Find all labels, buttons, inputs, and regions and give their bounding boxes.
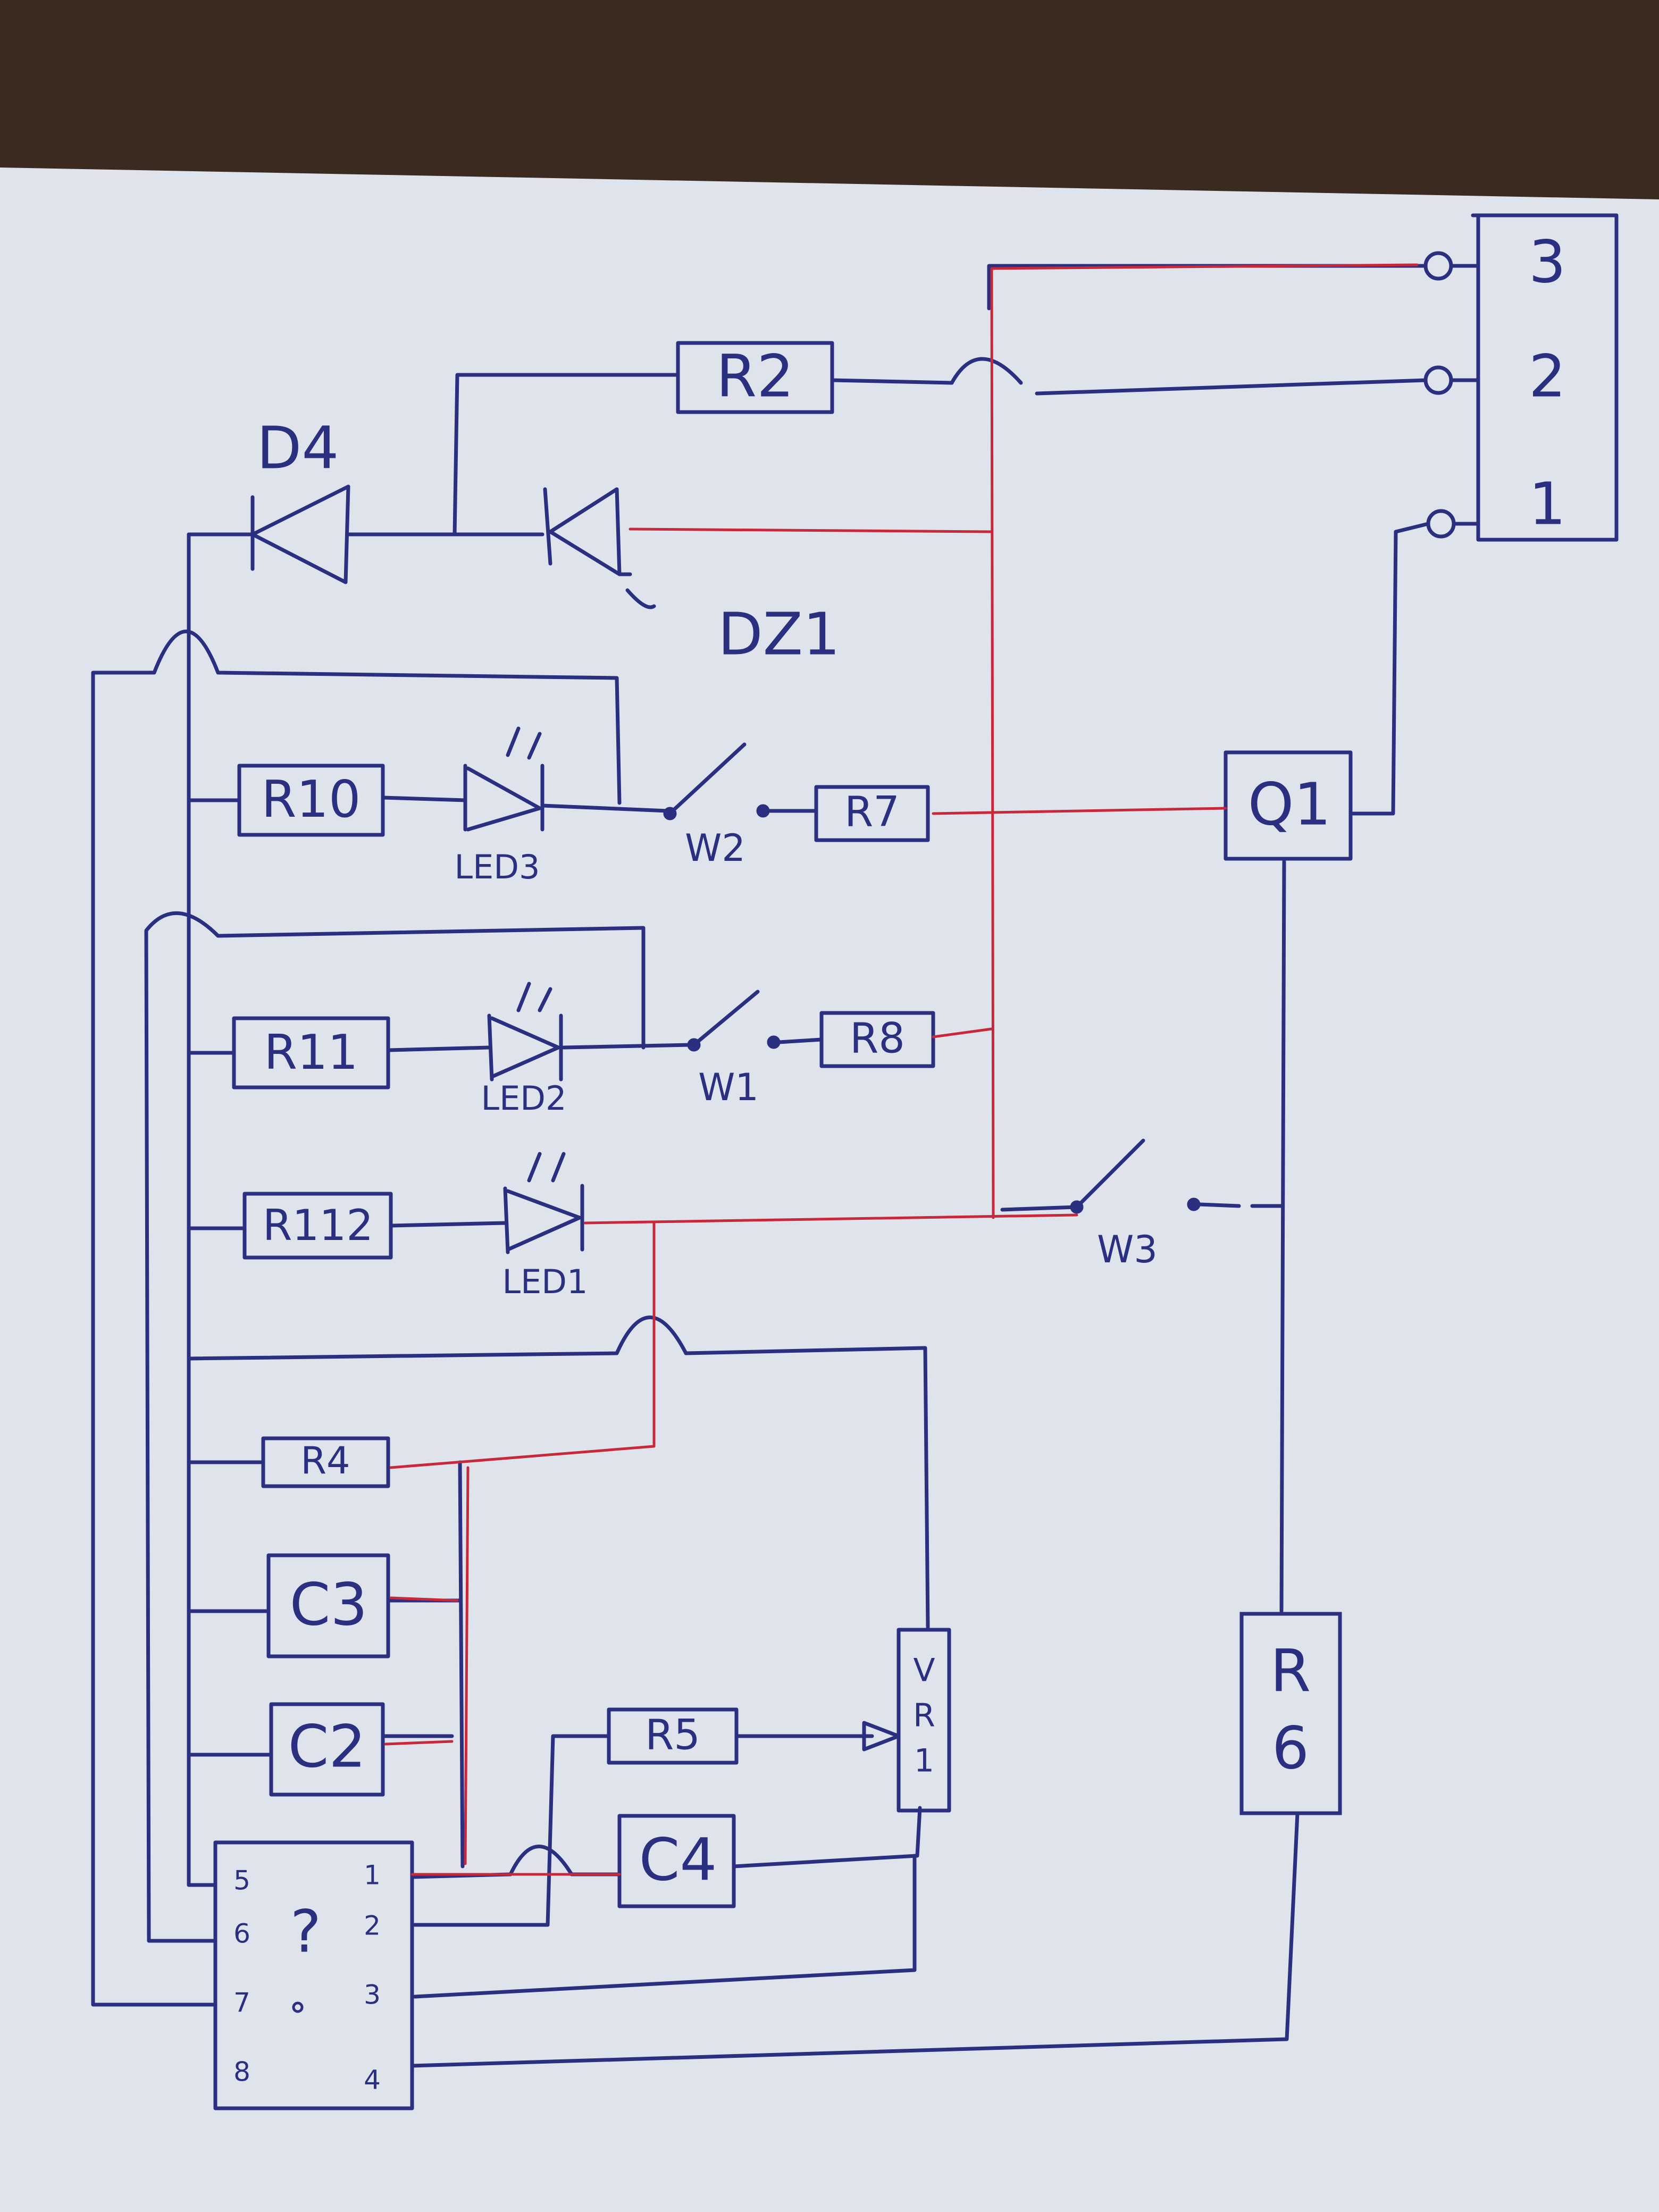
ic-pin-4: 4	[364, 2065, 381, 2096]
label-d4: D4	[257, 414, 339, 482]
red-wire-main-bus	[384, 263, 1419, 1876]
label-q1: Q1	[1248, 770, 1331, 838]
wire-row-led1	[187, 1221, 507, 1230]
ic-pin-5: 5	[233, 1865, 250, 1896]
wire-r2	[453, 373, 954, 537]
label-c3: C3	[290, 1570, 368, 1638]
resistor-r6: R 6	[1239, 1612, 1342, 1815]
label-vr1-1: 1	[914, 1742, 934, 1780]
resistor-r2	[676, 341, 834, 414]
led-led1	[503, 1152, 584, 1254]
wire-row-led3	[187, 795, 669, 813]
zener-dz1	[543, 487, 656, 609]
ic-pin-8: 8	[233, 2057, 250, 2088]
wire-q1-r6	[410, 859, 1300, 2068]
ic-notch	[292, 2001, 304, 2013]
label-w2: W2	[685, 826, 745, 870]
label-dz1: DZ1	[718, 600, 840, 668]
label-r112: R112	[263, 1201, 373, 1250]
ic-pin-6: 6	[233, 1918, 250, 1949]
connector-pin-2-label: 2	[1529, 342, 1566, 410]
label-c4: C4	[639, 1825, 717, 1893]
label-c2: C2	[288, 1712, 366, 1780]
wire-vr1-top	[187, 1316, 930, 1629]
label-r4: R4	[300, 1439, 350, 1482]
label-vr1-v: V	[913, 1652, 935, 1689]
ic-chip	[213, 1840, 414, 2110]
wire-c4	[410, 1806, 922, 1999]
switch-w1	[687, 990, 781, 1052]
label-led2: LED2	[481, 1079, 567, 1118]
label-r11: R11	[264, 1025, 358, 1080]
wire-r5	[546, 1721, 901, 1927]
outer-wire-1	[91, 630, 622, 2007]
label-w1: W1	[698, 1066, 759, 1109]
wire-w3	[1000, 1202, 1284, 1212]
label-r8: R8	[850, 1015, 905, 1062]
resistor-r7	[814, 785, 930, 842]
capacitor-c3	[266, 1553, 390, 1658]
label-r5: R5	[645, 1711, 700, 1759]
label-led1: LED1	[502, 1262, 588, 1301]
ic-pin-3: 3	[364, 1980, 381, 2010]
ic-pin-7: 7	[233, 1988, 250, 2018]
transistor-q1	[1224, 750, 1353, 861]
wire-row-led2	[187, 1043, 693, 1055]
label-led3: LED3	[455, 848, 540, 886]
wire-pin1	[1351, 522, 1430, 816]
connector-pin-3-label: 3	[1529, 228, 1566, 296]
led-led2	[487, 982, 563, 1082]
label-r2: R2	[716, 342, 794, 410]
label-r6-6: 6	[1272, 1714, 1309, 1782]
outer-wire-2	[144, 911, 646, 1943]
capacitor-c4	[617, 1814, 736, 1908]
ic-mark: ?	[290, 1897, 321, 1965]
potentiometer-vr1	[896, 1628, 951, 1813]
ic-pin-1: 1	[364, 1860, 381, 1891]
label-w3: W3	[1097, 1228, 1158, 1271]
left-rail	[187, 532, 217, 1887]
led-led3	[463, 726, 544, 832]
ic-pin-2: 2	[364, 1911, 381, 1941]
wire-pin2	[950, 357, 1428, 396]
label-r6-r: R	[1270, 1637, 1311, 1705]
label-r7: R7	[844, 788, 900, 836]
label-r10: R10	[262, 770, 361, 829]
capacitor-c2	[269, 1702, 385, 1797]
label-vr1-r: R	[913, 1697, 935, 1735]
paper-sheet	[0, 167, 1659, 2212]
connector-pin-1-label: 1	[1529, 470, 1566, 538]
